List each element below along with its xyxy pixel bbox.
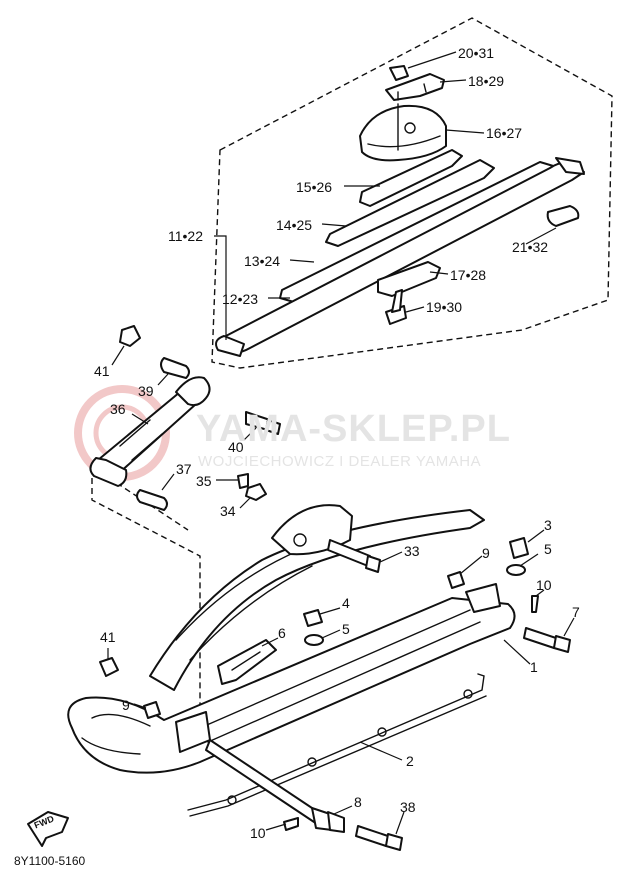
callout-9-right: 9 [482, 545, 490, 561]
main-leaf-12-23 [215, 157, 585, 357]
ski-1 [67, 583, 516, 774]
callout-12-23: 12•23 [222, 291, 259, 307]
shock-absorber-36 [89, 376, 211, 487]
callout-10-right: 10 [536, 577, 552, 593]
bolt-38 [355, 825, 403, 851]
callout-10-bottom: 10 [250, 825, 266, 841]
callout-14-25: 14•25 [276, 217, 313, 233]
callout-34: 34 [220, 503, 236, 519]
bolt-19-30 [385, 289, 407, 325]
pin-21-32 [546, 205, 580, 227]
nut-41-upper [119, 325, 141, 347]
clamp-plate-18-29 [385, 73, 445, 101]
leaf-spring-assembled [149, 504, 485, 691]
pin-10-bottom [283, 817, 299, 831]
collar-37 [136, 489, 168, 511]
callout-39: 39 [138, 383, 154, 399]
callout-36: 36 [110, 401, 126, 417]
callout-17-28: 17•28 [450, 267, 487, 283]
wear-bar-2 [187, 673, 487, 817]
bracket-6 [217, 639, 277, 685]
callout-2: 2 [406, 753, 414, 769]
nut-34 [245, 483, 267, 501]
nut-9-left [143, 701, 161, 719]
bolt-33 [327, 539, 381, 573]
callout-9-left: 9 [122, 697, 130, 713]
callout-41-top: 41 [94, 363, 110, 379]
front-direction-arrow [27, 811, 69, 847]
pin-10-right [531, 595, 539, 613]
callout-20-31: 20•31 [458, 45, 495, 61]
callout-leaders [107, 51, 575, 835]
callout-3: 3 [544, 517, 552, 533]
bolt-8 [205, 739, 345, 833]
callout-33: 33 [404, 543, 420, 559]
leaf-14-25 [325, 159, 495, 247]
damper-3 [509, 537, 529, 559]
callout-16-27: 16•27 [486, 125, 523, 141]
callout-37: 37 [176, 461, 192, 477]
callout-21-32: 21•32 [512, 239, 549, 255]
nut-9-right [447, 571, 465, 589]
bolt-7 [523, 627, 571, 653]
callout-7: 7 [572, 604, 580, 620]
callout-35: 35 [196, 473, 212, 489]
callout-18-29: 18•29 [468, 73, 505, 89]
nut-4 [303, 609, 323, 627]
catalog-code: 8Y1100-5160 [14, 854, 86, 868]
callout-38: 38 [400, 799, 416, 815]
callout-8: 8 [354, 794, 362, 810]
callout-6: 6 [278, 625, 286, 641]
callout-15-26: 15•26 [296, 179, 333, 195]
washer-5-mid [304, 634, 324, 646]
callout-4: 4 [342, 595, 350, 611]
callout-11-22: 11•22 [168, 228, 204, 244]
callout-19-30: 19•30 [426, 299, 463, 315]
callout-41-left: 41 [100, 629, 116, 645]
callout-5-mid: 5 [342, 621, 350, 637]
spacer-plate-17-28 [377, 261, 441, 297]
washer-5-right [506, 564, 526, 576]
screw-35 [237, 473, 249, 489]
bolt-40 [245, 411, 281, 435]
nut-41-lower [99, 657, 119, 677]
collar-39 [160, 357, 190, 379]
leaf-15-26 [359, 149, 463, 207]
shock-mount-leader [91, 468, 201, 726]
callout-40: 40 [228, 439, 244, 455]
spring-seat-16-27 [359, 103, 447, 162]
callout-1: 1 [530, 659, 538, 675]
callout-5-right: 5 [544, 541, 552, 557]
callout-13-24: 13•24 [244, 253, 281, 269]
nut-20-31 [389, 65, 409, 81]
exploded-view-boundary [211, 17, 613, 369]
